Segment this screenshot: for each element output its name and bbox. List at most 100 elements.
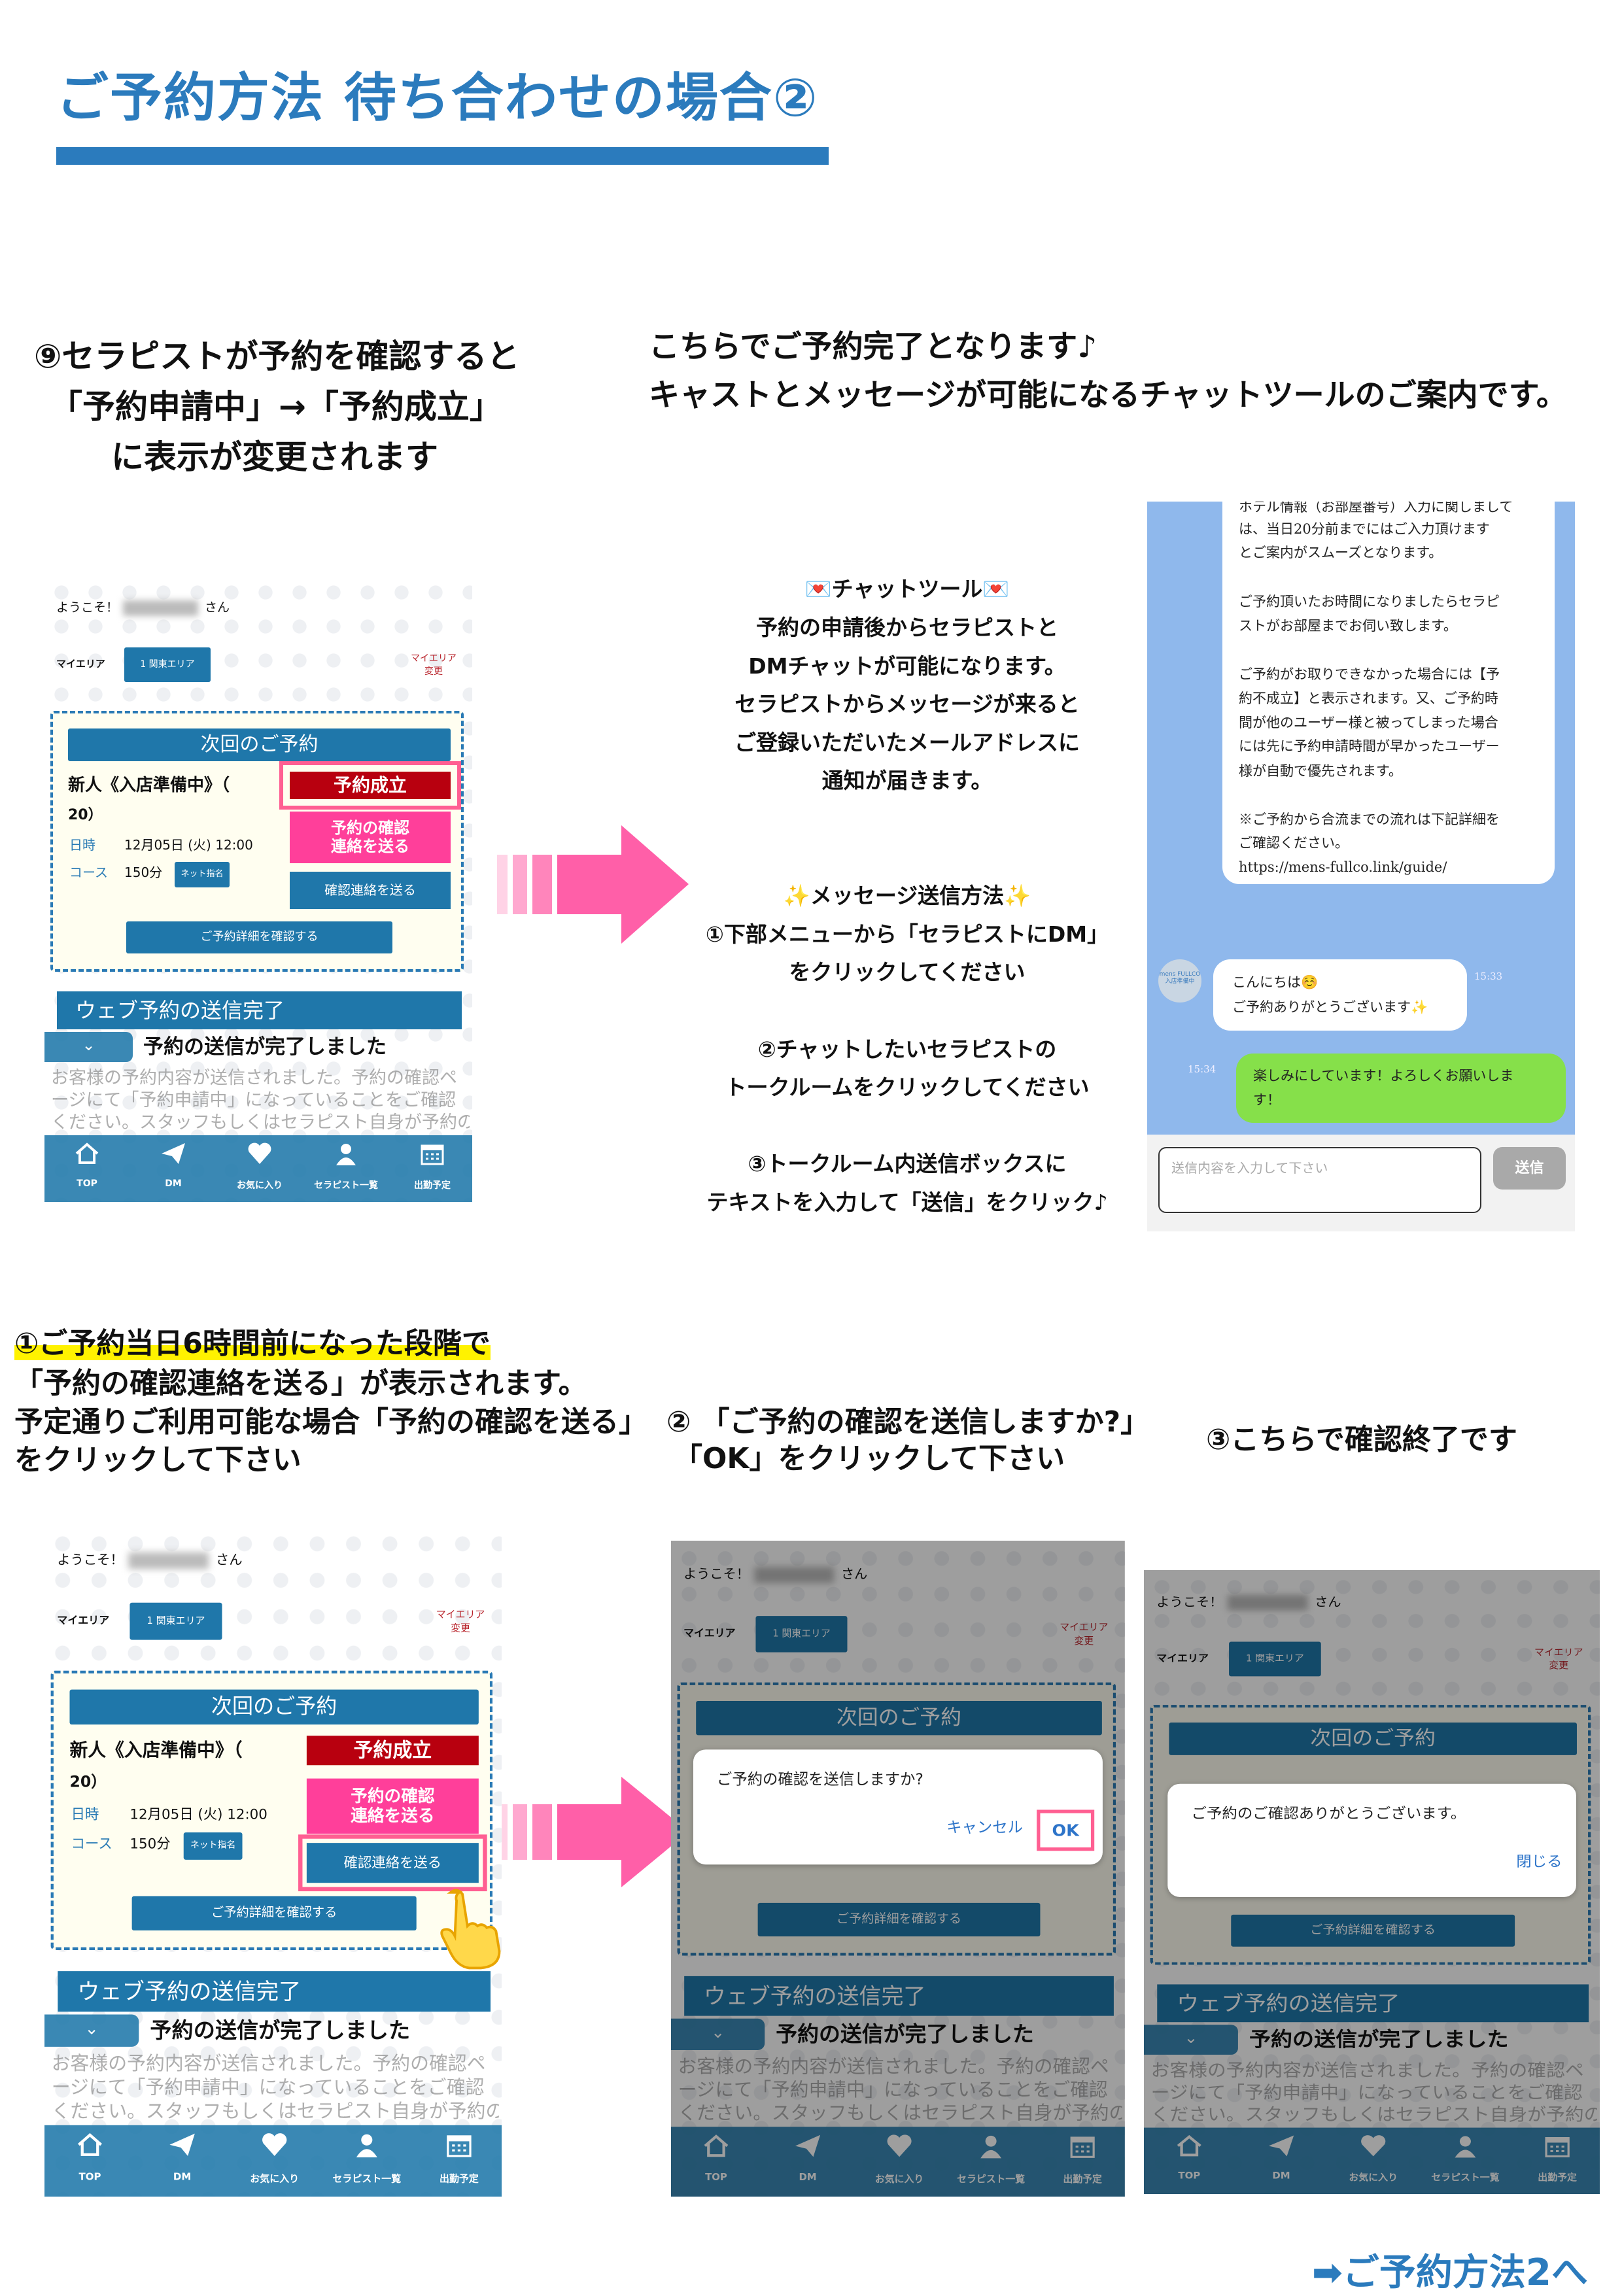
chat-tool-heading: 💌チャットツール💌 xyxy=(804,576,1010,602)
nav-schedule[interactable]: 出勤予定 xyxy=(1037,2127,1125,2197)
therapist-name[interactable]: 新人《入店準備中》（ xyxy=(68,776,230,795)
confirm-notice-line-1: 予約の確認 xyxy=(351,1786,435,1806)
phone-screenshot-status: ようこそ！ さん マイエリア 1 関東エリア マイエリア変更 次回のご予約 新人… xyxy=(44,575,472,1202)
area-change-link[interactable]: マイエリア変更 xyxy=(1049,1622,1118,1649)
complete-line-1: こちらでご予約完了となります♪ xyxy=(649,329,1097,365)
web-done-description: お客様の予約内容が送信されました。予約の確認ページにて「予約申請中」になっている… xyxy=(1151,2060,1597,2127)
shop-message-line: は、当日20分前までにはご入力頂けます xyxy=(1239,521,1490,537)
nav-schedule[interactable]: 出勤予定 xyxy=(390,1135,472,1202)
nav-therapists[interactable]: セラピスト一覧 xyxy=(1420,2128,1511,2195)
nav-dm[interactable]: DM xyxy=(131,1135,216,1202)
reservation-detail-button[interactable]: ご予約詳細を確認する xyxy=(1231,1914,1515,1947)
nav-label: TOP xyxy=(1178,2170,1201,2182)
person-icon xyxy=(356,2134,377,2158)
menu-toggle-button[interactable]: ⌄ xyxy=(44,1032,133,1062)
shop-message-line: 様が自動で優先されます。 xyxy=(1239,763,1402,779)
received-time: 15:33 xyxy=(1474,970,1503,982)
nav-label: DM xyxy=(173,2171,192,2183)
ok-button[interactable]: OK xyxy=(1037,1809,1095,1851)
welcome-suffix: さん xyxy=(840,1566,868,1582)
heart-icon xyxy=(262,2133,287,2156)
menu-toggle-button[interactable]: ⌄ xyxy=(1144,2025,1238,2055)
nav-top[interactable]: TOP xyxy=(671,2127,761,2197)
nav-schedule[interactable]: 出勤予定 xyxy=(1512,2128,1600,2195)
nav-favorites[interactable]: お気に入り xyxy=(217,1135,302,1202)
welcome-text: ようこそ！ xyxy=(56,600,119,615)
area-button[interactable]: 1 関東エリア xyxy=(124,647,211,682)
send-step-3b: テキストを入力して「送信」をクリック♪ xyxy=(706,1190,1108,1215)
close-button[interactable]: 閉じる xyxy=(1516,1854,1562,1871)
course-label: コース xyxy=(71,1835,112,1853)
next-reservation-header: 次回のご予約 xyxy=(1169,1722,1577,1755)
cancel-button[interactable]: キャンセル xyxy=(946,1819,1023,1837)
nomination-badge: ネット指名 xyxy=(183,1832,243,1860)
nav-favorites[interactable]: お気に入り xyxy=(854,2127,944,2197)
nav-label: セラピスト一覧 xyxy=(314,1180,378,1191)
shop-message-line: ストがお部屋までお伺い致します。 xyxy=(1239,618,1457,634)
web-done-text: 予約の送信が完了しました xyxy=(143,1035,387,1059)
send-button[interactable]: 送信 xyxy=(1493,1147,1566,1190)
desc-line-1: お客様の予約内容が送信されました。予約の確認ペ xyxy=(51,2053,486,2075)
nav-therapists[interactable]: セラピスト一覧 xyxy=(946,2127,1036,2197)
area-change-link[interactable]: マイエリア変更 xyxy=(401,653,466,678)
chevron-down-icon: ⌄ xyxy=(84,2018,99,2038)
confirm-notice-line-1: 予約の確認 xyxy=(331,818,409,837)
send-confirmation-button[interactable]: 確認連絡を送る xyxy=(290,872,451,909)
therapist-name[interactable]: 新人《入店準備中》（ xyxy=(69,1739,243,1761)
shop-message-line: には先に予約申請時間が早かったユーザー xyxy=(1239,738,1500,754)
welcome-text: ようこそ！ xyxy=(57,1552,124,1568)
reservation-detail-button[interactable]: ご予約詳細を確認する xyxy=(126,921,392,953)
sent-line-1: 楽しみにしています！よろしくお願いしま xyxy=(1253,1068,1514,1084)
reservation-detail-button[interactable]: ご予約詳細を確認する xyxy=(131,1896,417,1931)
confirm-dialog-message: ご予約の確認を送信しますか? xyxy=(717,1771,923,1789)
bottom-nav: TOP DM お気に入り セラピスト一覧 出勤予定 xyxy=(44,2125,502,2197)
shop-message-line: ご確認ください。 xyxy=(1239,835,1349,851)
done-dialog: ご予約のご確認ありがとうございます。 閉じる xyxy=(1167,1783,1576,1897)
nav-therapists[interactable]: セラピスト一覧 xyxy=(303,1135,388,1202)
nav-dm[interactable]: DM xyxy=(137,2125,228,2197)
home-icon xyxy=(75,1142,99,1164)
menu-toggle-button[interactable]: ⌄ xyxy=(44,2014,139,2047)
nav-favorites[interactable]: お気に入り xyxy=(1328,2128,1419,2195)
therapist-avatar[interactable]: mens FULLCO 入店準備中 xyxy=(1158,959,1201,1002)
person-icon xyxy=(980,2135,1002,2159)
menu-toggle-button[interactable]: ⌄ xyxy=(671,2018,765,2050)
nav-label: DM xyxy=(799,2172,817,2184)
paper-plane-icon xyxy=(1268,2135,1294,2157)
desc-line-2: ージにて「予約申請中」になっていることをご確認 xyxy=(51,2076,485,2099)
area-change-link[interactable]: マイエリア変更 xyxy=(426,1608,496,1636)
next-method-link[interactable]: ➡ご予約方法2へ xyxy=(1312,2252,1588,2294)
nav-therapists[interactable]: セラピスト一覧 xyxy=(321,2125,412,2197)
nav-dm[interactable]: DM xyxy=(1236,2128,1327,2195)
area-change-link[interactable]: マイエリア変更 xyxy=(1524,1647,1594,1673)
step1-line-1: ①ご予約当日6時間前になった段階で xyxy=(14,1327,491,1360)
web-done-header: ウェブ予約の送信完了 xyxy=(57,991,462,1029)
nav-favorites[interactable]: お気に入り xyxy=(229,2125,320,2197)
send-confirmation-button[interactable]: 確認連絡を送る xyxy=(298,1834,487,1892)
desc-line-2: ージにて「予約申請中」になっていることをご確認 xyxy=(1150,2082,1583,2103)
nav-top[interactable]: TOP xyxy=(44,1135,129,1202)
desc-line-3: ください。スタッフもしくはセラピスト自身が予約の xyxy=(1150,2104,1597,2125)
chat-tool-desc-5: 通知が届きます。 xyxy=(821,768,993,793)
area-button[interactable]: 1 関東エリア xyxy=(755,1616,848,1653)
bottom-nav: TOP DM お気に入り セラピスト一覧 出勤予定 xyxy=(671,2127,1125,2197)
nav-schedule[interactable]: 出勤予定 xyxy=(413,2125,502,2197)
area-button[interactable]: 1 関東エリア xyxy=(129,1602,222,1640)
shop-message-line[interactable]: https://mens-fullco.link/guide/ xyxy=(1239,859,1447,875)
datetime-value: 12月05日 (火) 12:00 xyxy=(124,837,253,853)
therapist-age: 20） xyxy=(68,807,103,823)
bottom-nav: TOP DM お気に入り セラピスト一覧 出勤予定 xyxy=(1144,2127,1600,2195)
reservation-detail-button[interactable]: ご予約詳細を確認する xyxy=(757,1902,1041,1937)
phone-screenshot-confirm: ようこそ！ さん マイエリア 1 関東エリア マイエリア変更 次回のご予約 新人… xyxy=(44,1526,502,2197)
area-change-line-1: マイエリア xyxy=(1060,1622,1109,1634)
message-input[interactable]: 送信内容を入力して下さい xyxy=(1158,1147,1481,1213)
home-icon xyxy=(1177,2134,1201,2157)
web-done-text: 予約の送信が完了しました xyxy=(776,2022,1034,2047)
web-done-header: ウェブ予約の送信完了 xyxy=(1157,1984,1589,2023)
nav-dm[interactable]: DM xyxy=(763,2127,853,2197)
web-done-description: お客様の予約内容が送信されました。予約の確認ページにて「予約申請中」になっている… xyxy=(678,2055,1122,2125)
nav-top[interactable]: TOP xyxy=(1144,2128,1235,2195)
area-button[interactable]: 1 関東エリア xyxy=(1229,1641,1321,1677)
nav-top[interactable]: TOP xyxy=(44,2125,135,2197)
area-change-line-1: マイエリア xyxy=(1534,1647,1583,1658)
